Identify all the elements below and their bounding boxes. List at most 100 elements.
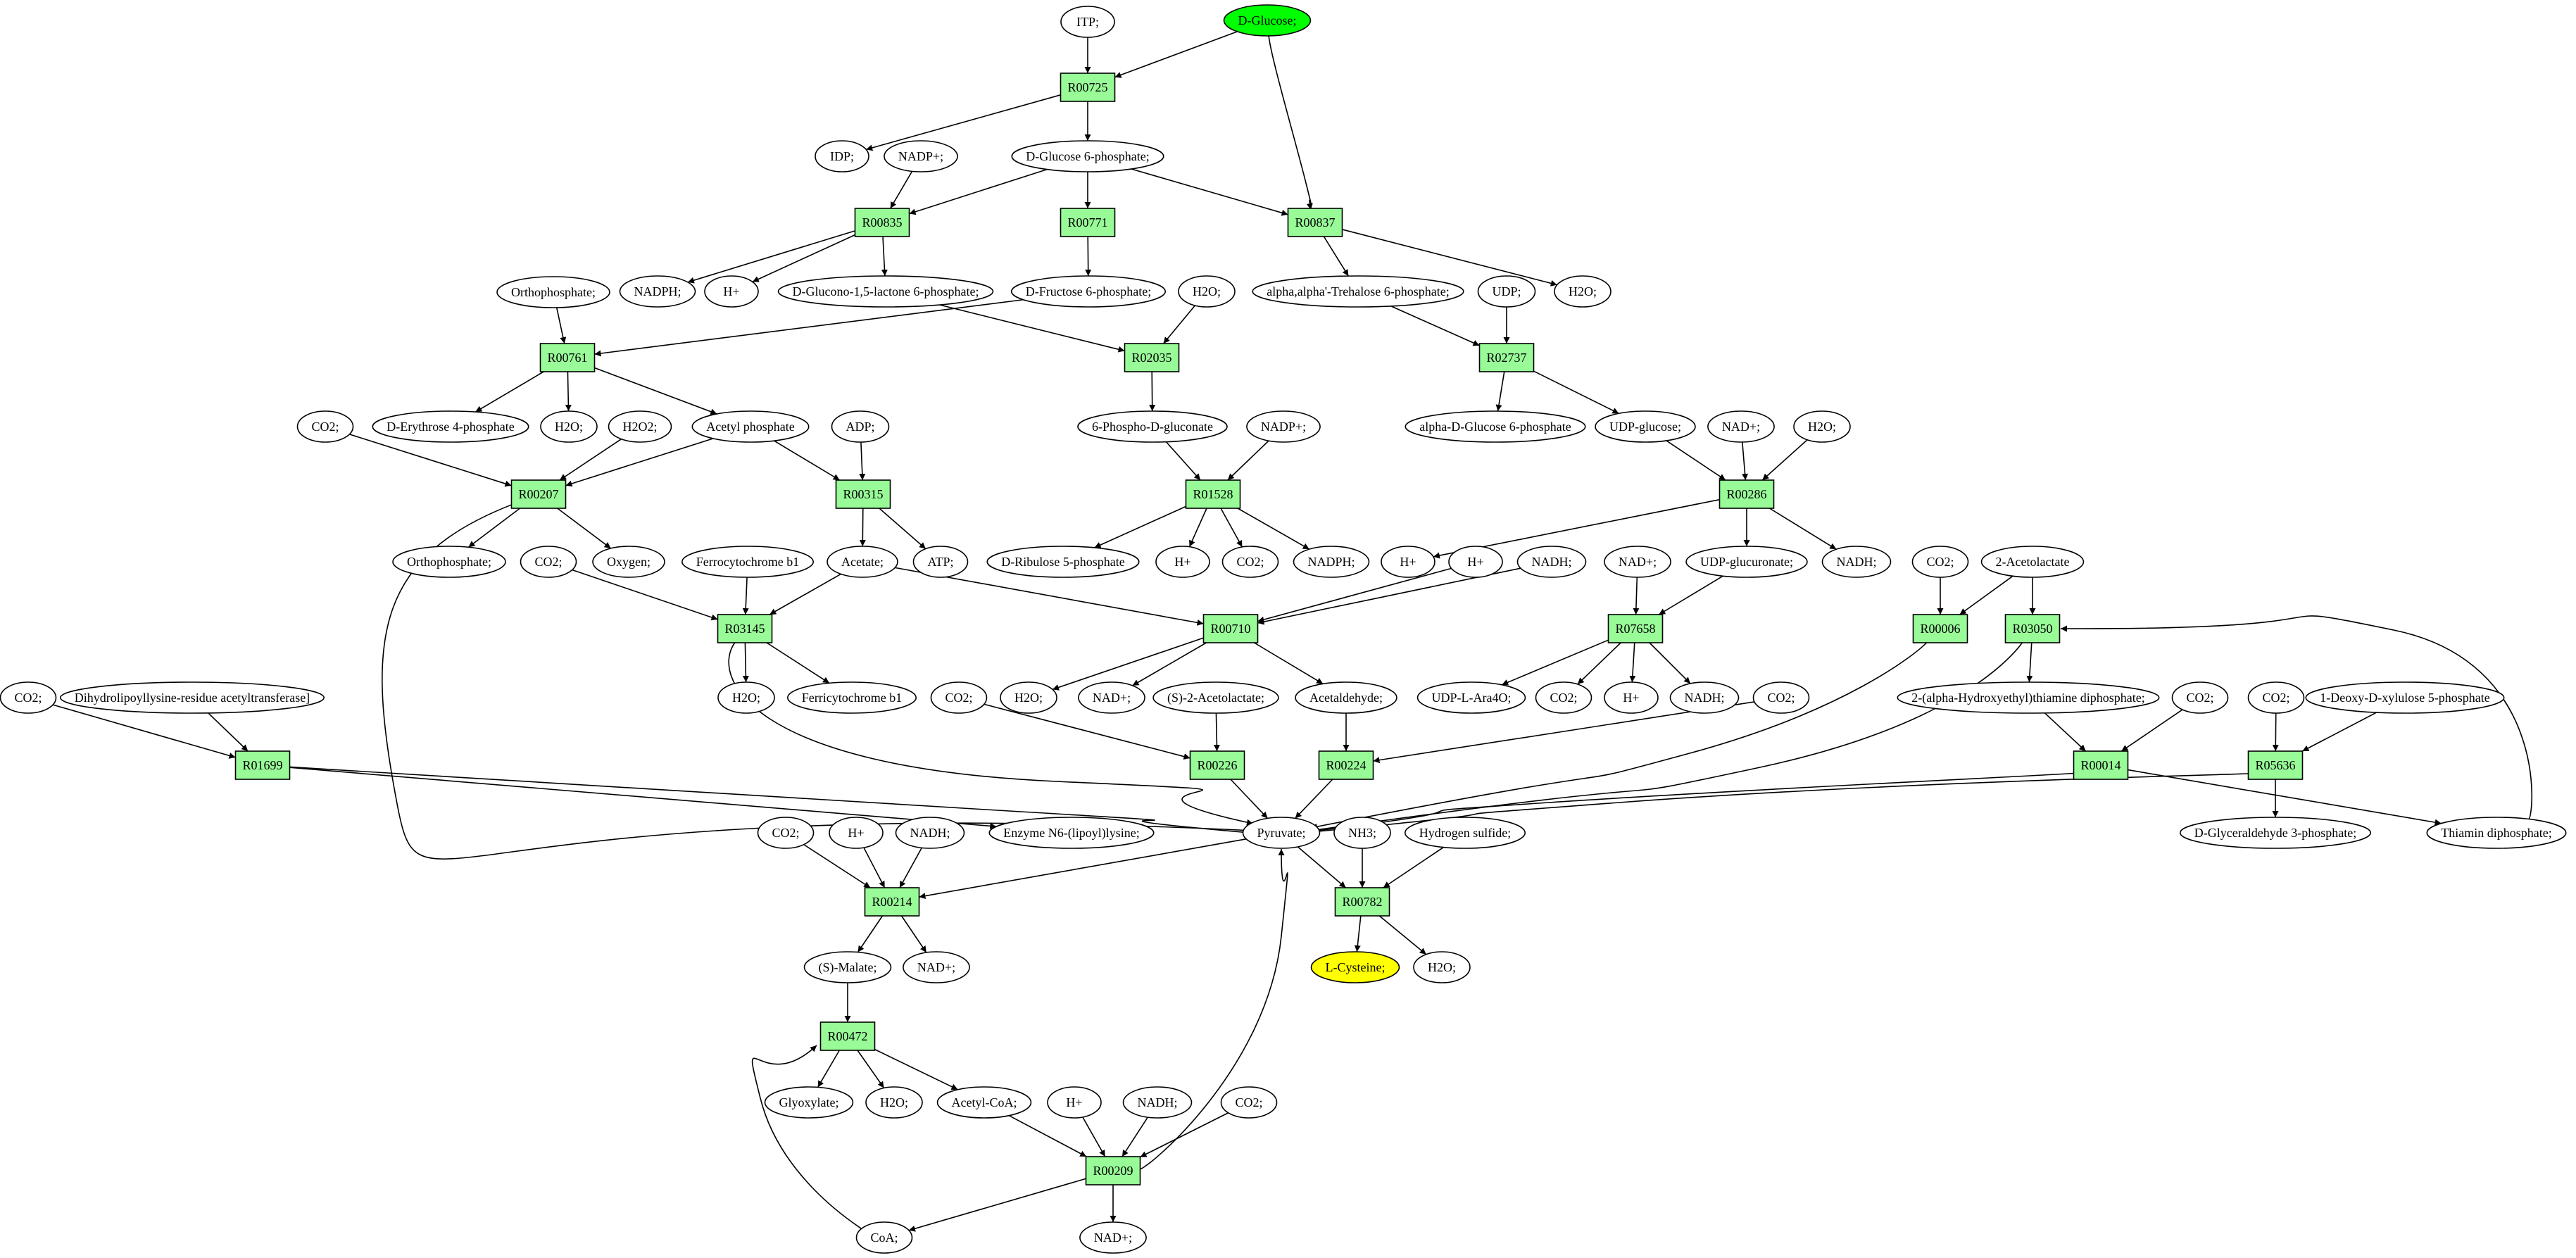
- edge-co2_12-to-r00209: [1140, 1112, 1229, 1158]
- node-label: R02035: [1131, 351, 1171, 365]
- compound-ellipse: [1242, 817, 1321, 849]
- compound-node-hplus_5: H+: [1604, 681, 1659, 714]
- edge-r00472-to-acetylcoa: [874, 1048, 958, 1090]
- compound-node-acetylcoa: Acetyl-CoA;: [936, 1086, 1032, 1119]
- compound-ellipse: [1079, 1221, 1147, 1254]
- edge-r03145-to-pyruvate: [728, 642, 1254, 826]
- edge-co2_10-to-r05636: [2272, 712, 2279, 752]
- node-label: NADH;: [1532, 555, 1572, 569]
- node-label: Dihydrolipoyllysine-residue acetyltransf…: [75, 691, 310, 705]
- compound-node-h2o_5: H2O;: [717, 681, 775, 714]
- reaction-node-r07658: R07658: [1607, 614, 1664, 643]
- edge-r00006-to-pyruvate: [1310, 642, 1928, 830]
- compound-ellipse: [1604, 681, 1659, 714]
- compound-node-h2o_4: H2O;: [1793, 410, 1851, 443]
- edge-r00835-to-hplus_1: [752, 234, 855, 283]
- edge-r02737-to-ag1p: [1495, 371, 1505, 412]
- compound-ellipse: [912, 546, 969, 578]
- edge-r00209-to-pyruvate: [1140, 848, 1288, 1170]
- compound-ellipse: [592, 546, 665, 578]
- edge-dglucose-to-r00725: [1114, 31, 1238, 78]
- compound-node-coa: CoA;: [855, 1221, 913, 1254]
- edge-r01699-to-pyruvate: [289, 766, 1251, 836]
- edge-co2_2-to-r03145: [572, 569, 718, 621]
- reaction-box: [1912, 614, 1968, 643]
- node-label: CoA;: [870, 1231, 898, 1245]
- compound-ellipse: [1980, 546, 2085, 578]
- compound-ellipse: [704, 275, 759, 308]
- edge-g6p-to-r00835: [909, 168, 1048, 215]
- compound-node-thiaminpp: Thiamin diphosphate;: [2426, 817, 2567, 849]
- compound-node-co2_5: CO2;: [0, 681, 57, 714]
- edge-udpglucuronate-to-r07658: [1658, 575, 1723, 615]
- compound-node-udparaf: UDP-L-Ara4O;: [1416, 681, 1526, 714]
- node-label: H+: [848, 826, 864, 840]
- edge-h2s-to-r00782: [1383, 846, 1444, 888]
- compound-ellipse: [829, 817, 884, 849]
- node-label: NADH;: [910, 826, 950, 840]
- node-label: CO2;: [534, 555, 562, 569]
- compound-node-phosphogluconate: 6-Phospho-D-gluconate: [1077, 410, 1228, 443]
- node-label: D-Glyceraldehyde 3-phosphate;: [2194, 826, 2356, 840]
- compound-node-udpglucose: UDP-glucose;: [1595, 410, 1696, 443]
- compound-node-co2_1: CO2;: [296, 410, 354, 443]
- reaction-node-r00014: R00014: [2073, 750, 2129, 780]
- compound-node-nadph_2: NADPH;: [1293, 546, 1370, 578]
- compound-ellipse: [1477, 275, 1536, 308]
- compound-node-acetolactate: 2-Acetolactate: [1980, 546, 2085, 578]
- compound-ellipse: [986, 546, 1140, 578]
- edge-r00224-to-pyruvate: [1295, 779, 1333, 819]
- edge-r00472-to-glyoxylate: [817, 1050, 840, 1088]
- node-label: ITP;: [1076, 15, 1099, 29]
- edge-hplus_7-to-r00209: [1082, 1117, 1106, 1157]
- node-label: R00835: [862, 215, 902, 229]
- compound-node-udpglucuronate: UDP-glucuronate;: [1685, 546, 1808, 578]
- edge-g6p-to-r00837: [1131, 168, 1288, 216]
- edge-s2acetolactate-to-r00226: [1213, 712, 1220, 752]
- node-label: R00014: [2080, 758, 2121, 772]
- compound-node-hplus_2: H+: [1155, 546, 1210, 578]
- reaction-node-r01528: R01528: [1185, 479, 1241, 509]
- node-label: Enzyme N6-(lipoyl)lysine;: [1003, 826, 1139, 841]
- reaction-node-r00837: R00837: [1287, 208, 1343, 237]
- edge-r00214-to-nad_4: [900, 915, 927, 953]
- reaction-node-r00725: R00725: [1060, 73, 1116, 102]
- compound-node-co2_4: CO2;: [1911, 546, 1969, 578]
- node-label: R03145: [724, 622, 765, 636]
- node-label: H+: [723, 284, 739, 298]
- source-compound-dglucose: D-Glucose;: [1223, 4, 1312, 37]
- compound-node-nadp_1: NADP+;: [884, 140, 958, 172]
- edge-r00782-to-lcysteine: [1354, 915, 1362, 952]
- compound-node-hplus_1: H+: [704, 275, 759, 308]
- compound-ellipse: [691, 410, 810, 443]
- compound-ellipse: [1295, 681, 1397, 714]
- compound-node-hplus_6: H+: [829, 817, 884, 849]
- edge-r00207-to-orthophosphate_2: [467, 508, 521, 548]
- compound-ellipse: [496, 276, 610, 308]
- compound-ellipse: [681, 546, 815, 578]
- reaction-box: [234, 750, 291, 780]
- compound-ellipse: [815, 140, 869, 172]
- reaction-node-r05636: R05636: [2247, 750, 2304, 780]
- edge-r01528-to-co2_3: [1220, 508, 1243, 548]
- node-label: R03050: [2012, 622, 2052, 636]
- node-label: H2O;: [1569, 284, 1597, 298]
- node-label: D-Glucono-1,5-lactone 6-phosphate;: [793, 284, 979, 298]
- node-label: UDP-glucuronate;: [1700, 555, 1793, 569]
- compound-node-lipoyllysine: Enzyme N6-(lipoyl)lysine;: [988, 817, 1155, 849]
- compound-ellipse: [1404, 817, 1526, 849]
- compound-ellipse: [1821, 546, 1892, 578]
- node-label: R00761: [547, 351, 587, 365]
- reaction-node-r00226: R00226: [1189, 750, 1245, 780]
- edge-co2_5-to-r01699: [52, 704, 236, 759]
- compound-ellipse: [372, 410, 529, 443]
- compound-ellipse: [1897, 681, 2160, 714]
- node-label: R00207: [518, 487, 558, 501]
- compound-node-nad_3: NAD+;: [1078, 681, 1145, 714]
- edge-r07658-to-hplus_5: [1629, 642, 1636, 683]
- target-compound-lcysteine: L-Cysteine;: [1310, 951, 1400, 983]
- edge-nadh_5-to-r00209: [1121, 1117, 1148, 1157]
- compound-node-dglucono: D-Glucono-1,5-lactone 6-phosphate;: [777, 275, 994, 308]
- compound-node-acetate: Acetate;: [827, 546, 898, 578]
- compound-node-glyoxylate: Glyoxylate;: [764, 1086, 854, 1119]
